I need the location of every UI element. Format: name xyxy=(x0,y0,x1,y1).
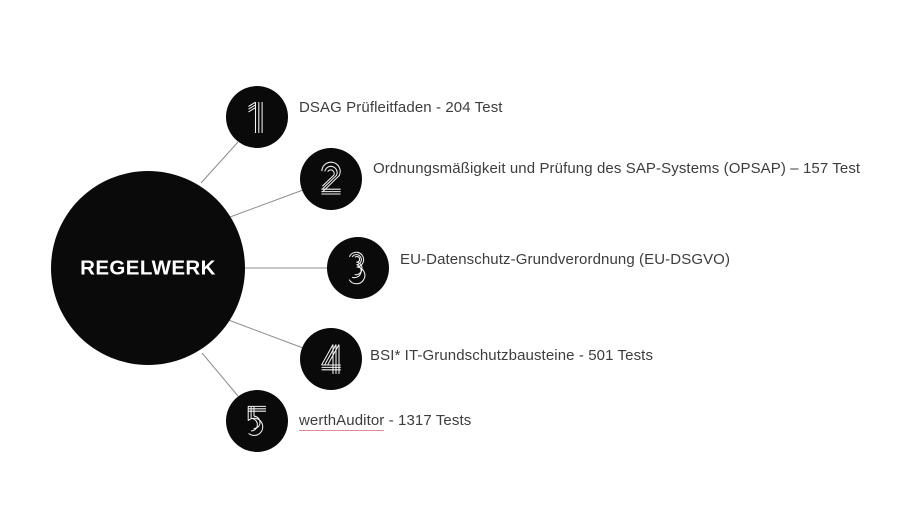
node-1[interactable] xyxy=(226,86,288,148)
numeral-3-icon xyxy=(349,252,365,284)
hub-node[interactable]: REGELWERK xyxy=(51,171,245,365)
node-2-circle xyxy=(300,148,362,210)
node-5-circle xyxy=(226,390,288,452)
connector-hub-to-node-4 xyxy=(222,317,304,349)
node-5-label-spellchecked-word: werthAuditor xyxy=(299,412,385,431)
node-5[interactable] xyxy=(226,390,288,452)
node-3-label: EU-Datenschutz-Grundverordnung (EU-DSGVO… xyxy=(400,251,731,268)
node-5-label: werthAuditor - 1317 Tests xyxy=(299,412,472,431)
numeral-1-icon xyxy=(249,102,263,133)
connector-hub-to-node-1 xyxy=(200,141,239,184)
node-1-label: DSAG Prüfleitfaden - 204 Test xyxy=(299,99,503,116)
hub-label: REGELWERK xyxy=(80,256,216,279)
connector-hub-to-node-2 xyxy=(221,189,304,221)
numeral-4-icon xyxy=(322,345,341,375)
node-3[interactable] xyxy=(327,237,389,299)
node-2[interactable] xyxy=(300,148,362,210)
numeral-2-icon xyxy=(321,162,340,194)
node-1-circle xyxy=(226,86,288,148)
numeral-5-icon xyxy=(248,406,266,435)
node-4-label: BSI* IT-Grundschutzbausteine - 501 Tests xyxy=(370,347,654,364)
node-2-label: Ordnungsmäßigkeit und Prüfung des SAP-Sy… xyxy=(373,160,861,177)
connector-group xyxy=(200,141,327,397)
hub-circle xyxy=(51,171,245,365)
node-5-label-rest: - 1317 Tests xyxy=(384,412,472,429)
connector-hub-to-node-5 xyxy=(201,352,239,397)
node-4[interactable] xyxy=(300,328,362,390)
node-3-circle xyxy=(327,237,389,299)
